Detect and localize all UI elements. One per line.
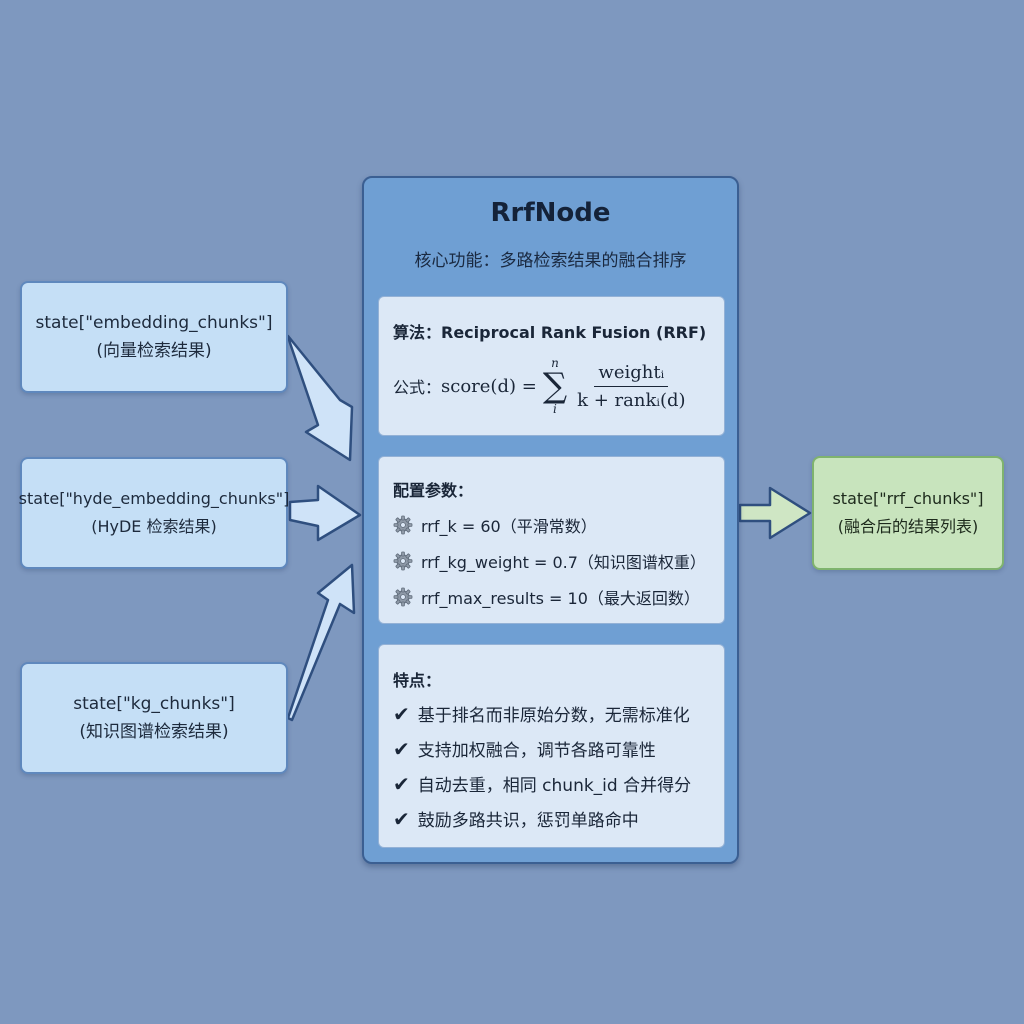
input-kg-chunks: state["kg_chunks"] (知识图谱检索结果) xyxy=(20,662,288,774)
config-text: rrf_k = 60（平滑常数） xyxy=(421,517,597,536)
input-embedding-chunks: state["embedding_chunks"] (向量检索结果) xyxy=(20,281,288,393)
fraction-denominator: k + rankᵢ(d) xyxy=(577,389,686,411)
features-panel: 特点： ✔ 基于排名而非原始分数，无需标准化 ✔ 支持加权融合，调节各路可靠性 … xyxy=(378,644,725,848)
rrf-formula: 公式： score(d) = n ∑ i weightᵢ k + rankᵢ(d… xyxy=(393,351,686,421)
arrow-node-to-output xyxy=(738,486,812,540)
features-heading: 特点： xyxy=(393,671,442,690)
node-title: RrfNode xyxy=(490,198,611,228)
formula-label: 公式： xyxy=(393,378,442,397)
feature-text: 基于排名而非原始分数，无需标准化 xyxy=(417,706,690,726)
gear-icon xyxy=(393,551,413,571)
output-label: state["rrf_chunks"] xyxy=(832,489,984,508)
feature-item: ✔ 基于排名而非原始分数，无需标准化 xyxy=(393,701,690,727)
sigma-symbol: ∑ xyxy=(542,366,568,406)
fraction: weightᵢ k + rankᵢ(d) xyxy=(577,362,685,411)
summation: n ∑ i xyxy=(543,357,567,415)
config-heading: 配置参数： xyxy=(393,481,474,500)
config-panel: 配置参数： rrf_k = 60（ xyxy=(378,456,725,624)
output-rrf-chunks: state["rrf_chunks"] (融合后的结果列表) xyxy=(812,456,1004,570)
formula-lhs: score(d) = xyxy=(441,375,537,397)
input-label: state["kg_chunks"] xyxy=(73,694,235,714)
sum-lower-limit: i xyxy=(553,402,557,416)
arrow-kg-to-node xyxy=(286,563,356,722)
feature-text: 支持加权融合，调节各路可靠性 xyxy=(417,741,656,761)
algorithm-heading: 算法：Reciprocal Rank Fusion (RRF) xyxy=(393,323,707,342)
input-description: (知识图谱检索结果) xyxy=(79,722,229,742)
gear-icon xyxy=(393,587,413,607)
input-description: (HyDE 检索结果) xyxy=(91,517,217,536)
input-description: (向量检索结果) xyxy=(96,341,212,361)
feature-item: ✔ 自动去重，相同 chunk_id 合并得分 xyxy=(393,771,692,797)
arrow-hyde-to-node xyxy=(288,484,362,542)
algorithm-panel: 算法：Reciprocal Rank Fusion (RRF) 公式： scor… xyxy=(378,296,725,436)
feature-item: ✔ 鼓励多路共识，惩罚单路命中 xyxy=(393,806,639,832)
input-label: state["hyde_embedding_chunks"] xyxy=(18,489,290,508)
feature-text: 自动去重，相同 chunk_id 合并得分 xyxy=(417,776,692,796)
feature-text: 鼓励多路共识，惩罚单路命中 xyxy=(417,811,639,831)
feature-item: ✔ 支持加权融合，调节各路可靠性 xyxy=(393,736,656,762)
input-hyde-embedding-chunks: state["hyde_embedding_chunks"] (HyDE 检索结… xyxy=(18,457,290,569)
gear-icon xyxy=(393,515,413,535)
config-item-rrf-k: rrf_k = 60（平滑常数） xyxy=(393,513,597,537)
config-item-rrf-max-results: rrf_max_results = 10（最大返回数） xyxy=(393,585,700,609)
config-text: rrf_max_results = 10（最大返回数） xyxy=(421,589,700,608)
checkmark-icon: ✔ xyxy=(393,736,410,761)
fraction-numerator: weightᵢ xyxy=(594,362,669,387)
config-text: rrf_kg_weight = 0.7（知识图谱权重） xyxy=(421,553,706,572)
node-subtitle: 核心功能：多路检索结果的融合排序 xyxy=(414,251,687,271)
rrf-node-box: RrfNode 核心功能：多路检索结果的融合排序 算法：Reciprocal R… xyxy=(362,176,739,864)
checkmark-icon: ✔ xyxy=(393,701,410,726)
input-label: state["embedding_chunks"] xyxy=(35,313,273,333)
arrow-embedding-to-node xyxy=(286,334,354,462)
config-item-rrf-kg-weight: rrf_kg_weight = 0.7（知识图谱权重） xyxy=(393,549,706,573)
sum-upper-limit: n xyxy=(551,356,559,370)
output-description: (融合后的结果列表) xyxy=(837,517,979,536)
checkmark-icon: ✔ xyxy=(393,771,410,796)
checkmark-icon: ✔ xyxy=(393,806,410,831)
